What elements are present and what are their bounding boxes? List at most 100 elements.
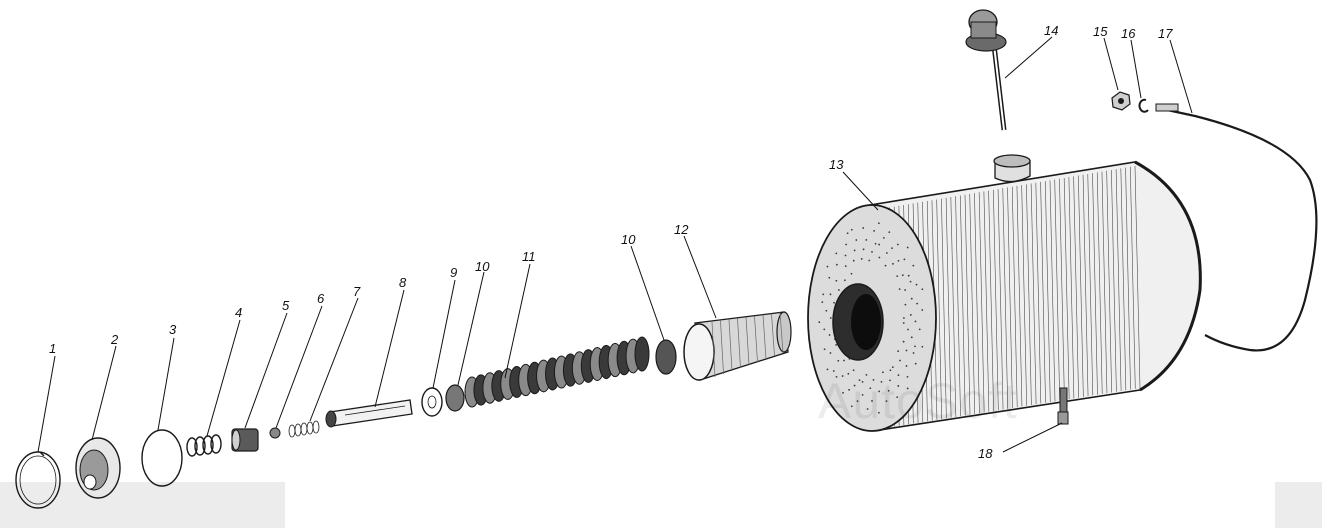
tank-rib [1096,172,1103,394]
end-cap-dot [829,293,832,296]
end-cap-dot [843,279,846,282]
tank-rib [1007,187,1013,409]
end-cap-dot [907,328,909,331]
callout-1: 1 [49,341,57,356]
sleeve-rib [745,317,750,366]
callout-5: 5 [282,298,290,313]
part-9-washer [421,387,443,417]
end-cap-dot [885,252,888,254]
end-cap-dot [835,263,838,266]
tank-rib [1021,185,1027,406]
end-cap-dot [835,344,837,346]
end-cap-dot [898,288,901,291]
end-cap-dot [861,393,864,396]
end-cap-dot [868,259,871,262]
part-5-nut [231,428,259,452]
end-cap-dot [897,350,900,353]
end-cap-dot [835,375,838,378]
tank-rib [936,199,942,420]
sleeve-rib [737,318,741,369]
tank-rib [1035,182,1042,404]
part-7-spring [288,420,320,438]
end-cap-dot [912,264,915,267]
callout-3: 3 [169,322,177,337]
end-cap-dot [869,387,872,390]
tank-rib [983,191,990,412]
end-cap-dot [862,227,865,229]
end-cap-dot [912,352,915,354]
leader-lines [37,36,1193,453]
end-cap-dot [877,222,880,225]
tank-rib [1044,181,1051,403]
callout-12: 12 [674,222,689,237]
end-cap-dot [821,301,824,304]
end-cap-dot [888,231,891,234]
end-cap-dot [914,362,917,365]
end-cap-dot [878,256,881,259]
tank-rib [1125,167,1131,390]
tank-rib [1063,177,1070,400]
callout-14: 14 [1044,23,1059,38]
end-cap-dot [903,258,906,261]
tank-rib [988,190,994,411]
end-cap-dot [896,243,899,246]
end-cap-dot [906,246,909,249]
end-cap-dot [828,276,831,279]
part-6-ball [269,427,281,439]
callout-8: 8 [399,275,407,290]
end-cap-dot [844,254,847,257]
end-cap-dot [910,336,913,339]
end-cap-dot [853,384,856,387]
end-cap-dot [844,265,847,268]
callout-16: 16 [1121,26,1136,41]
end-cap-dot [921,345,924,348]
filter-disc [634,336,650,372]
tank-rib [1120,168,1127,391]
end-cap-dot [907,274,910,277]
sleeve-rib [779,312,784,354]
end-cap-dot [842,391,844,394]
callout-2: 2 [111,332,119,347]
end-cap-dot [897,259,900,262]
tank-rib [1111,169,1117,392]
end-cap-dot [843,359,845,362]
callout-11: 11 [522,249,536,264]
end-cap-dot [852,369,855,372]
sleeve-rib [720,320,724,375]
tank-rib [1030,183,1037,405]
end-cap-dot [891,366,894,369]
end-cap-dot [823,328,826,331]
end-cap-dot [835,279,838,282]
end-cap-dot [903,317,905,319]
callout-10-right: 10 [621,232,636,247]
end-cap-dot [882,371,884,374]
tank-rib [997,189,1004,410]
end-cap-dot [861,380,864,383]
end-cap-dot [846,232,849,235]
end-cap-dot [878,243,881,246]
end-cap-dot [826,368,829,371]
end-cap-dot [889,369,892,372]
end-cap-dot [910,297,913,300]
end-cap-dot [889,379,891,382]
end-cap-dot [897,385,900,387]
end-cap-dot [845,243,848,246]
tank-rib [1087,173,1094,396]
tank-rib [945,197,952,418]
tank-rib [941,198,947,419]
end-cap-dot [835,252,838,255]
end-cap-dot [829,352,832,354]
part-8-tube [325,399,413,428]
end-cap-dot [880,380,883,383]
end-cap-dot [850,405,853,408]
callout-15: 15 [1093,24,1108,39]
end-cap-dot [828,334,831,336]
part-17-cable [1155,103,1318,352]
end-cap-dot [906,387,909,390]
end-cap-dot [852,259,855,262]
sleeve-rib [771,313,775,357]
part-13-tank [807,154,1202,432]
end-cap-dot [909,314,912,316]
